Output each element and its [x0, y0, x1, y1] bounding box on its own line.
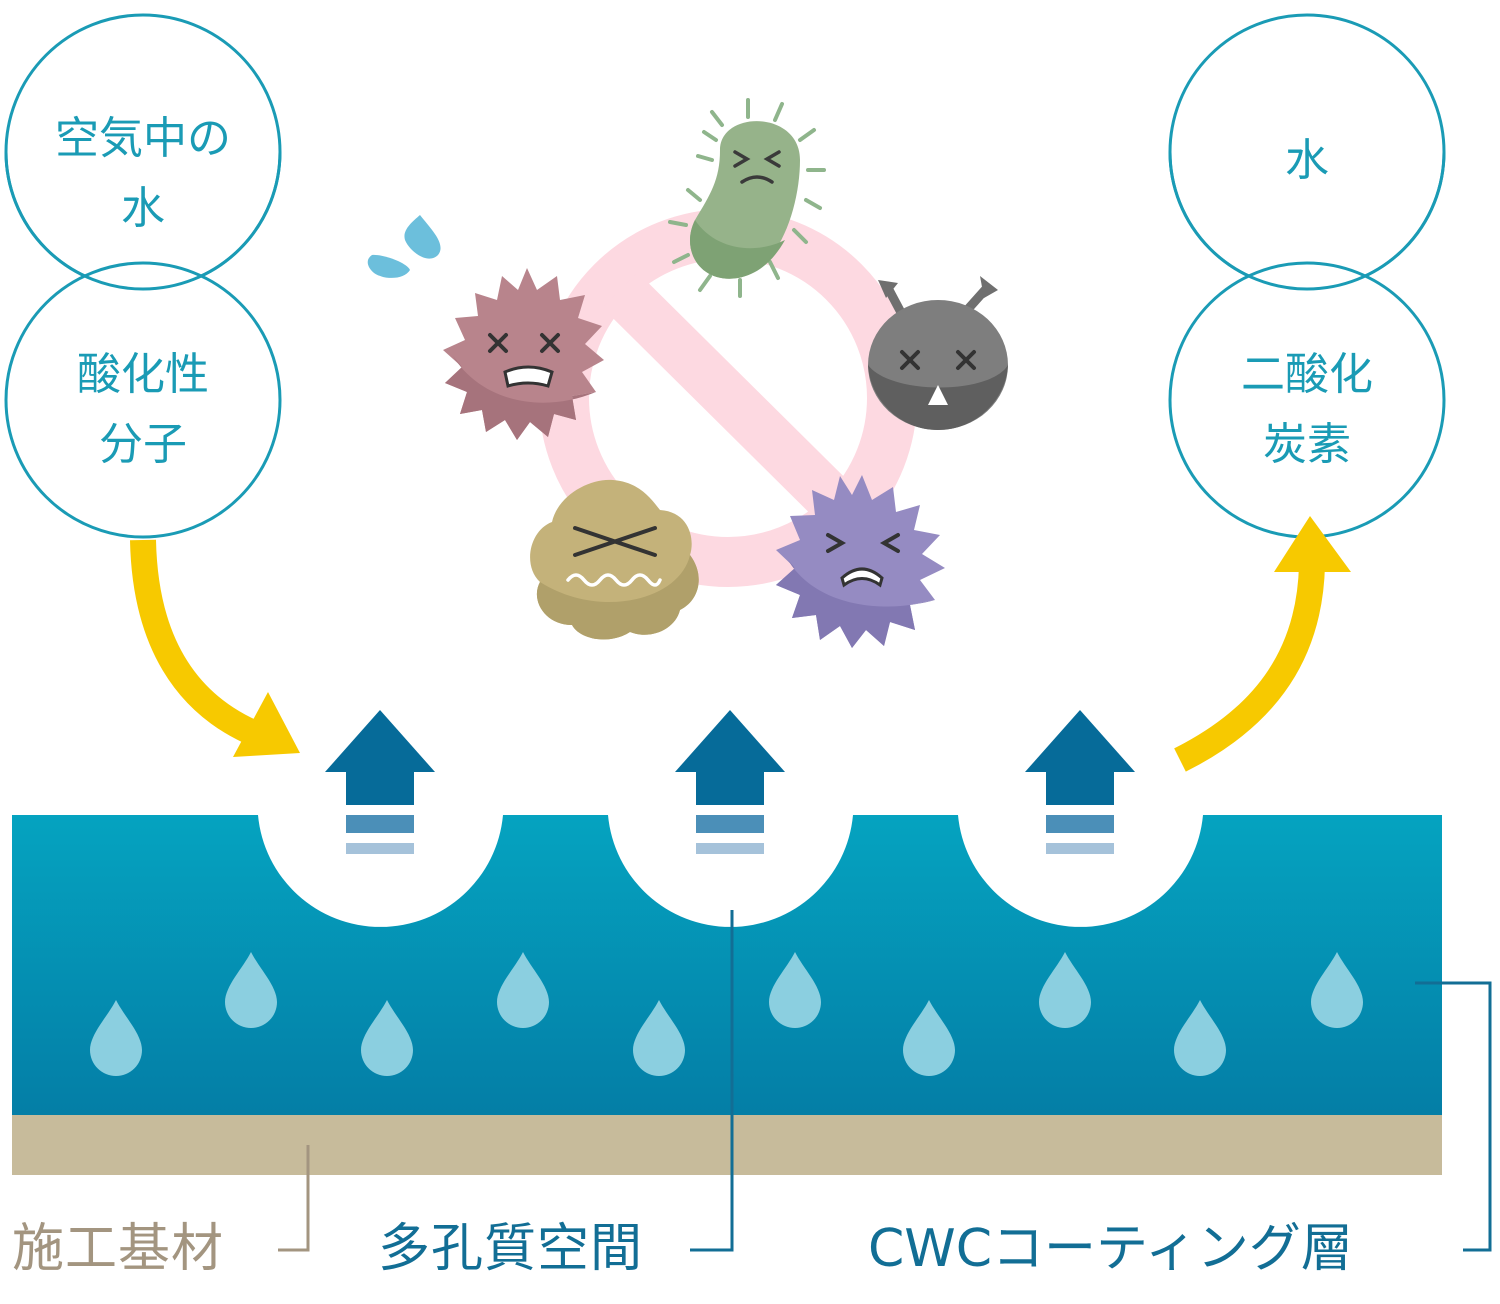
bubble-oxidizing-molecule	[4, 261, 282, 539]
cwc-coating-label: CWCコーティング層	[868, 1219, 1353, 1279]
bubble-carbon-dioxide-text: 二酸化 炭素	[1187, 340, 1427, 480]
mold-icon	[530, 479, 699, 640]
bubble-text-line: 水	[1285, 135, 1329, 186]
yellow-arrow-in-icon	[130, 539, 300, 757]
bubble-text-line: 炭素	[1263, 419, 1351, 470]
bubble-water-overlap	[1168, 151, 1446, 291]
porous-space-label: 多孔質空間	[378, 1219, 644, 1279]
upward-arrow-icons	[325, 710, 1135, 854]
splash-drop-icon	[367, 215, 441, 278]
bubble-oxidizing-molecule-text: 酸化性 分子	[23, 340, 263, 480]
bubble-text-line: 分子	[99, 419, 187, 470]
germ-icon	[443, 268, 604, 440]
bubble-text-line: 空気中の	[55, 113, 231, 164]
virus-icon	[868, 276, 1008, 430]
yellow-arrow-out-icon	[1174, 516, 1351, 772]
germ-purple-icon	[776, 475, 945, 648]
bubble-text-line: 酸化性	[77, 349, 209, 400]
bubble-text-line: 水	[121, 183, 165, 234]
bubble-air-water-overlap	[4, 151, 282, 291]
bubble-water-text: 水	[1187, 126, 1427, 196]
coating-layer	[12, 815, 1442, 1115]
water-drop-icons	[90, 952, 1363, 1076]
bubble-text-line: 二酸化	[1241, 349, 1373, 400]
substrate-layer	[12, 1115, 1442, 1175]
bacteria-icon	[668, 98, 826, 298]
substrate-label: 施工基材	[12, 1219, 225, 1279]
bubble-air-water-text: 空気中の 水	[23, 104, 263, 244]
leader-lines	[278, 910, 1492, 1252]
